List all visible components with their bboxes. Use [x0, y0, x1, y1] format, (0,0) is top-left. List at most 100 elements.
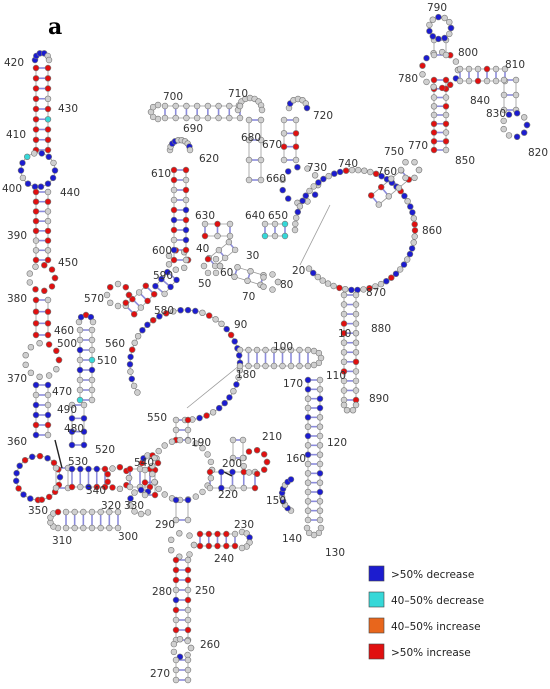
loop-nucleotide: [238, 544, 246, 552]
loop-nucleotide: [155, 485, 162, 493]
helix-nucleotide: [430, 76, 438, 84]
position-label: 300: [118, 531, 138, 543]
position-label: 380: [7, 293, 27, 305]
helix-nucleotide: [152, 282, 159, 290]
loop-nucleotide: [131, 339, 138, 346]
loop-nucleotide: [304, 165, 311, 172]
helix-nucleotide: [44, 188, 52, 196]
helix-nucleotide: [32, 247, 40, 254]
loop-nucleotide: [314, 273, 321, 281]
loop-nucleotide: [27, 369, 35, 376]
loop-nucleotide: [134, 389, 141, 396]
helix-nucleotide: [88, 376, 96, 384]
helix-nucleotide: [32, 95, 40, 103]
helix-nucleotide: [287, 362, 295, 370]
helix-nucleotide: [236, 346, 244, 354]
loop-nucleotide: [426, 21, 433, 29]
loop-nucleotide: [37, 183, 45, 190]
position-label: 220: [218, 489, 238, 501]
loop-nucleotide: [200, 262, 208, 270]
helix-nucleotide: [247, 268, 254, 275]
loop-nucleotide: [423, 54, 430, 62]
loop-nucleotide: [227, 331, 235, 339]
loop-nucleotide: [324, 280, 332, 287]
nucleotides: [13, 13, 531, 684]
loop-nucleotide: [423, 78, 430, 86]
loop-nucleotide: [513, 133, 521, 141]
helix-nucleotide: [144, 297, 151, 305]
loop-nucleotide: [500, 125, 507, 133]
helix-nucleotide: [126, 483, 134, 491]
backbone-segment: [299, 204, 331, 266]
loop-nucleotide: [260, 274, 267, 281]
loop-nucleotide: [125, 474, 133, 482]
loop-nucleotide: [27, 344, 35, 351]
position-label: 130: [325, 547, 345, 559]
helix-nucleotide: [44, 105, 52, 113]
helix-nucleotide: [304, 479, 312, 486]
loop-nucleotide: [240, 462, 247, 470]
helix-nucleotide: [106, 508, 113, 516]
loop-nucleotide: [348, 166, 356, 174]
helix-nucleotide: [172, 496, 180, 504]
helix-nucleotide: [170, 196, 178, 204]
helix-nucleotide: [93, 483, 101, 491]
loop-nucleotide: [253, 470, 261, 477]
loop-nucleotide: [285, 195, 292, 202]
helix-nucleotide: [271, 220, 279, 228]
loop-nucleotide: [419, 62, 426, 69]
helix-nucleotide: [316, 460, 324, 468]
loop-nucleotide: [336, 284, 343, 292]
loop-nucleotide: [144, 321, 151, 328]
loop-nucleotide: [429, 33, 436, 40]
loop-nucleotide: [170, 640, 178, 648]
helix-nucleotide: [231, 530, 239, 538]
loop-nucleotide: [320, 175, 327, 183]
loop-nucleotide: [122, 299, 130, 306]
helix-nucleotide: [215, 114, 222, 122]
helix-nucleotide: [262, 346, 269, 354]
loop-nucleotide: [285, 168, 292, 175]
loop-nucleotide: [137, 486, 145, 494]
loop-nucleotide: [103, 291, 111, 299]
helix-nucleotide: [352, 320, 360, 327]
loop-nucleotide: [292, 220, 299, 228]
helix-nucleotide: [304, 488, 312, 496]
loop-nucleotide: [294, 208, 301, 216]
position-label: 760: [377, 166, 397, 178]
helix-nucleotide: [271, 232, 279, 240]
helix-nucleotide: [170, 216, 178, 224]
loop-nucleotide: [24, 153, 31, 161]
helix-nucleotide: [44, 75, 52, 82]
helix-nucleotide: [368, 192, 375, 199]
helix-nucleotide: [172, 616, 180, 624]
helix-nucleotide: [88, 508, 96, 516]
helix-nucleotide: [304, 507, 312, 514]
helix-nucleotide: [88, 346, 96, 354]
position-label: 710: [228, 88, 248, 100]
helix-nucleotide: [184, 656, 192, 664]
loop-nucleotide: [22, 352, 29, 359]
position-label: 120: [327, 437, 347, 449]
helix-nucleotide: [141, 491, 149, 499]
helix-nucleotide: [236, 362, 244, 370]
position-label: 600: [152, 245, 172, 257]
legend-swatch-moderate-decrease: [368, 591, 385, 608]
loop-nucleotide: [261, 466, 268, 473]
position-label: 580: [154, 305, 174, 317]
helix-nucleotide: [316, 470, 324, 477]
loop-nucleotide: [192, 440, 200, 447]
position-label: 470: [52, 386, 72, 398]
loop-nucleotide: [372, 170, 380, 178]
position-label: 230: [234, 519, 254, 531]
helix-nucleotide: [340, 301, 348, 308]
loop-nucleotide: [302, 192, 309, 199]
helix-nucleotide: [97, 524, 104, 532]
helix-nucleotide: [184, 666, 192, 674]
loop-nucleotide: [128, 375, 136, 383]
helix-nucleotide: [88, 366, 96, 374]
position-label: 320: [101, 500, 121, 512]
loop-nucleotide: [274, 278, 282, 286]
position-label: 890: [369, 393, 389, 405]
loop-nucleotide: [221, 399, 228, 407]
